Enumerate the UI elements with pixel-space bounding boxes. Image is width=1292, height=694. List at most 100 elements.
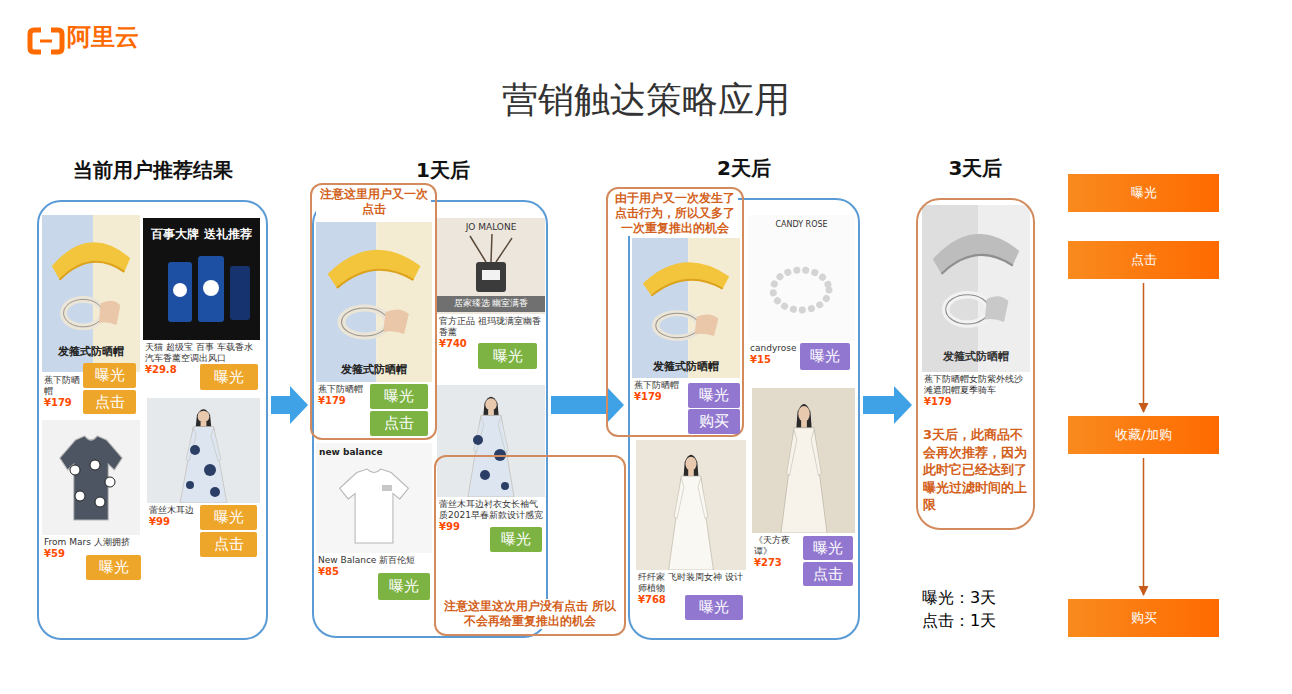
tag-text: 曝光 xyxy=(99,558,129,577)
lace-shirt-photo xyxy=(494,449,506,461)
callout-text: 注意这里用户又一次点击 xyxy=(316,187,431,217)
product-title: 蕉下防晒帽 xyxy=(634,380,688,391)
lace-shirt-photo xyxy=(473,435,483,445)
funnel-step: 购买 xyxy=(1068,599,1219,637)
image-caption: 发箍式防晒帽 xyxy=(316,363,432,376)
lace-shirt-photo xyxy=(480,470,490,480)
behavior-tag: 曝光 xyxy=(200,364,258,390)
pepsi-photo xyxy=(143,218,260,340)
product-price: ¥179 xyxy=(634,391,688,403)
diffuser-photo xyxy=(437,296,545,312)
behavior-tag: 曝光 xyxy=(86,555,141,580)
product-card: 曝光candyrose¥15 xyxy=(748,215,855,385)
product-card: 曝光天猫 超级宝 百事 车载香水汽车香薰空调出风口¥29.8 xyxy=(143,218,260,393)
behavior-tag: 点击 xyxy=(803,562,853,586)
product-title: 《天方夜谭》 xyxy=(754,535,802,557)
lace-shirt-photo xyxy=(437,385,545,497)
annotation-callout: 注意这里这次用户没有点击 所以不会再给重复推出的机会 xyxy=(434,455,626,636)
funnel-step: 点击 xyxy=(1068,241,1219,279)
product-price: ¥179 xyxy=(924,396,1030,408)
product-price: ¥768 xyxy=(638,594,746,606)
dress-photo xyxy=(669,455,714,570)
card-text-area: 蕉下防晒帽女防紫外线沙滩遮阳帽夏季骑车¥179 xyxy=(924,374,1030,420)
step-text: 曝光 xyxy=(1131,184,1157,202)
product-price: ¥59 xyxy=(44,548,140,560)
behavior-tag: 点击 xyxy=(200,532,257,557)
behavior-tag: 曝光 xyxy=(685,595,743,620)
flow-arrow xyxy=(1143,283,1145,412)
lace-shirt-photo xyxy=(147,398,260,503)
image-caption: 居家臻选 幽室满香 xyxy=(437,298,545,309)
product-card: 曝光点击蕾丝木耳边¥99 xyxy=(147,398,260,560)
stage-arrow xyxy=(551,386,624,424)
logo-mark xyxy=(30,30,41,52)
behavior-tag: 曝光 xyxy=(370,384,428,409)
tshirt-photo xyxy=(42,420,140,535)
product-price: ¥179 xyxy=(318,395,368,407)
product-card: 曝光点击蕉下防晒帽¥179 xyxy=(42,215,140,415)
product-title: From Mars 人潮拥挤 xyxy=(44,537,140,548)
lace-shirt-photo xyxy=(437,385,545,497)
behavior-tag: 曝光 xyxy=(803,536,853,560)
product-title: 蕉下防晒帽 xyxy=(318,384,368,395)
product-price: ¥179 xyxy=(44,397,82,409)
card-text-area: 官方正品 祖玛珑满室幽香香薰¥740 xyxy=(439,316,545,370)
pepsi-photo xyxy=(198,256,224,322)
card-text-area: 蕉下防晒帽¥179 xyxy=(318,384,368,436)
behavior-tag: 点击 xyxy=(370,411,428,436)
dress-photo xyxy=(781,404,827,533)
product-price: ¥99 xyxy=(439,521,545,533)
tag-text: 曝光 xyxy=(214,368,244,387)
lace-shirt-photo xyxy=(210,487,220,497)
card-text-area: 蕾丝木耳边衬衣女长袖气质2021早春新款设计感宽¥99 xyxy=(439,499,545,553)
annotation-callout: 曝光购买蕉下防晒帽¥179由于用户又一次发生了点击行为，所以又多了一次重复推出的… xyxy=(606,187,744,437)
product-card: 曝光蕾丝木耳边衬衣女长袖气质2021早春新款设计感宽¥99 xyxy=(437,385,545,553)
behavior-tag: 曝光 xyxy=(478,343,537,369)
rule-note: 曝光：3天 xyxy=(922,588,1052,607)
diffuser-photo xyxy=(437,218,545,314)
funnel-step: 收藏/加购 xyxy=(1068,416,1219,454)
behavior-tag: 曝光 xyxy=(490,527,542,552)
product-card: 曝光 From Mars 人潮拥挤¥59 xyxy=(42,420,142,580)
product-card: 曝光点击《天方夜谭》¥273 xyxy=(752,388,855,586)
pepsi-photo xyxy=(143,218,260,340)
card-text-area: 《天方夜谭》¥273 xyxy=(754,535,802,586)
product-title: New Balance 新百伦短 xyxy=(318,555,432,566)
tag-text: 曝光 xyxy=(384,387,414,406)
lace-shirt-photo xyxy=(147,398,260,503)
product-card: 曝光点击蕉下防晒帽¥179 xyxy=(316,222,432,436)
product-price: ¥29.8 xyxy=(145,364,259,376)
image-caption: new balance xyxy=(319,447,409,458)
tag-text: 曝光 xyxy=(95,366,125,385)
card-text-area: 纤纤家 飞时装周女神 设计师植物¥768 xyxy=(638,572,746,625)
callout-text: 由于用户又一次发生了点击行为，所以又多了一次重复推出的机会 xyxy=(612,191,738,236)
product-title: 蕾丝木耳边 xyxy=(149,505,199,516)
tag-text: 点击 xyxy=(813,565,843,584)
diffuser-photo xyxy=(476,262,506,292)
dress-photo xyxy=(752,388,855,533)
tag-text: 曝光 xyxy=(493,347,523,366)
diffuser-photo xyxy=(482,270,500,280)
lace-shirt-photo xyxy=(204,464,216,476)
lace-shirt-photo xyxy=(186,481,194,489)
funnel-step: 曝光 xyxy=(1068,174,1219,212)
product-price: ¥740 xyxy=(439,338,545,350)
diffuser-photo xyxy=(470,234,512,262)
product-title: 官方正品 祖玛珑满室幽香香薰 xyxy=(439,316,545,338)
lace-shirt-photo xyxy=(190,445,200,455)
panel-heading: 3天后 xyxy=(918,156,1033,180)
image-caption: 发箍式防晒帽 xyxy=(922,350,1030,363)
card-text-area: 蕾丝木耳边¥99 xyxy=(149,505,199,560)
step-text: 点击 xyxy=(1131,251,1157,269)
tshirt-photo xyxy=(95,497,105,507)
product-price: ¥15 xyxy=(750,354,800,366)
callout-text: 注意这里这次用户没有点击 所以不会再给重复推出的机会 xyxy=(440,599,620,629)
lace-shirt-photo xyxy=(501,482,509,490)
tag-text: 曝光 xyxy=(699,386,729,405)
tshirt-photo xyxy=(90,460,100,470)
